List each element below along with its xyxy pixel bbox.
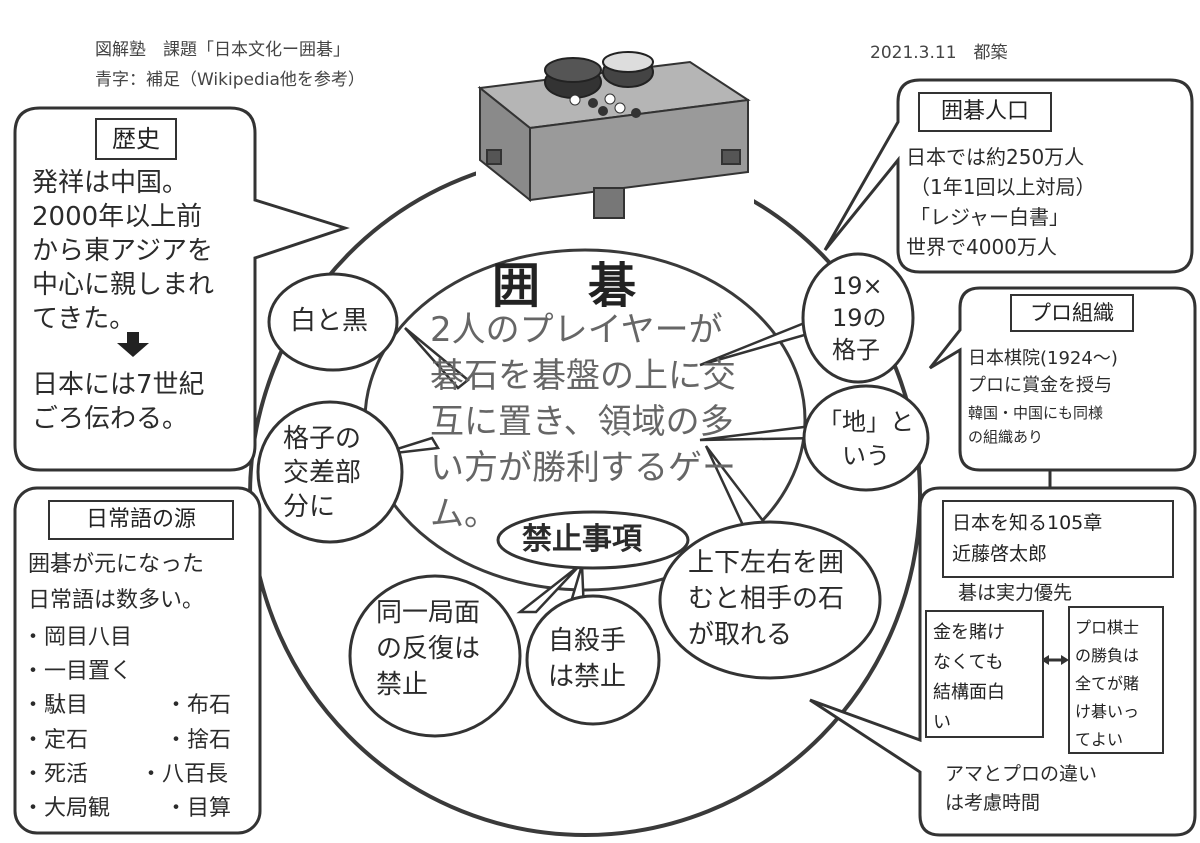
center-line-5: ム。 [430,494,498,534]
history-line-6: 日本には7世紀 [32,370,205,400]
daily-item-2: ・一目置く [22,659,133,684]
down-arrow-icon [117,343,149,357]
forbidden-suicide-2: は禁止 [548,662,627,692]
bubble-grid-2: 19の [832,304,887,332]
bubble-grid-3: 格子 [832,336,880,364]
bubble-chi [802,384,930,492]
bubble-grid-1: 19× [832,272,883,300]
bubble-chi-1: 「地」と [818,408,914,436]
bubble-chi-2: いう [842,442,890,470]
forbidden-label: 禁止事項 [522,522,642,557]
pro-side-box: プロ棋士 の勝負は 全てが賭 け碁いっ てよい [1068,606,1164,754]
center-line-2: 碁石を碁盤の上に交 [430,356,736,396]
daily-item-7: ・布石 [165,693,232,718]
population-label: 囲碁人口 [940,99,1029,124]
bubble-koshi [256,400,404,544]
book-sub: 碁は実力優先 [958,582,1073,604]
bubble-shirokuro-text: 白と黒 [290,306,369,336]
forbidden-pill-shape [496,510,690,570]
forbidden-suicide-1: 自殺手 [548,626,627,656]
bubble-kakomu [658,520,882,680]
daily-item-4: ・定石 [22,728,89,753]
history-line-3: から東アジアを [32,236,213,266]
bubble-suicide [525,594,661,726]
history-box-shape [13,106,350,472]
pro-line-3: 韓国・中国にも同様 [968,404,1104,422]
population-line-3: 「レジャー白書」 [910,205,1069,229]
ama-line-2: なくても [933,652,1004,673]
book-line-2: 近藤啓太郎 [952,543,1048,565]
pro-side-line-2: の勝負は [1075,646,1140,665]
book-diff-1: アマとプロの違い [945,763,1098,785]
forbidden-repeat-1: 同一局面 [376,598,481,628]
bubble-shirokuro [267,272,399,372]
bubble-kakomu-1: 上下左右を囲 [688,548,845,578]
bubble-koshi-3: 分に [283,492,336,522]
history-label: 歴史 [112,125,160,153]
bubble-kakomu-2: むと相手の石 [688,584,845,614]
history-label-box: 歴史 [95,118,177,160]
center-line-3: 互に置き、領域の多 [430,402,734,442]
bubble-koshi-1: 格子の [283,424,362,454]
daily-item-1: ・岡目八目 [22,625,133,650]
daily-intro-1: 囲碁が元になった [28,552,205,577]
ama-line-4: い [933,712,951,733]
ama-line-3: 結構面白 [933,682,1005,703]
daily-box-shape [13,486,262,835]
center-line-1: 2人のプレイヤーが [430,310,723,350]
daily-item-3: ・駄目 [22,693,89,718]
header-date-author: 2021.3.11 都築 [870,43,1008,63]
daily-item-8: ・捨石 [165,728,232,753]
center-title: 囲 碁 [492,258,637,314]
pro-box-shape [928,286,1197,472]
bubble-grid [801,252,915,384]
ama-box: 金を賭け なくても 結構面白 い [925,610,1044,738]
go-board-illustration [476,51,754,222]
ama-line-1: 金を賭け [933,622,1005,643]
forbidden-repeat-2: の反復は [376,634,481,664]
pro-side-line-1: プロ棋士 [1075,618,1140,637]
daily-item-9: ・八百長 [140,762,229,787]
book-title-box: 日本を知る105章 近藤啓太郎 [942,500,1174,578]
pro-label: プロ組織 [1030,301,1114,325]
pro-label-box: プロ組織 [1010,294,1134,332]
header-note: 青字：補足（Wikipedia他を参考） [95,70,365,90]
history-line-5: てきた。 [32,304,136,334]
population-line-2: （1年1回以上対局） [910,175,1096,199]
bubble-kakomu-3: が取れる [688,620,793,650]
daily-item-5: ・死活 [22,762,89,787]
history-line-1: 発祥は中国。 [32,168,189,198]
daily-item-10: ・目算 [165,796,232,821]
pro-side-line-3: 全てが賭 [1075,674,1140,693]
pro-line-1: 日本棋院(1924～) [968,348,1118,369]
history-line-2: 2000年以上前 [32,202,203,232]
book-line-1: 日本を知る105章 [952,512,1103,534]
book-diff-2: は考慮時間 [945,792,1041,814]
daily-item-6: ・大局観 [22,796,111,821]
population-label-box: 囲碁人口 [918,92,1052,132]
bubble-repeat [348,574,522,738]
pro-side-line-4: け碁いっ [1075,702,1140,721]
history-line-7: ごろ伝わる。 [32,404,189,434]
center-line-4: い方が勝利するゲー [430,448,736,488]
population-line-4: 世界で4000万人 [906,235,1057,259]
history-line-4: 中心に親しまれ [32,270,215,300]
bubble-koshi-2: 交差部 [283,458,362,488]
population-line-1: 日本では約250万人 [906,145,1085,169]
daily-label: 日常語の源 [85,507,196,532]
header-title: 図解塾 課題「日本文化ー囲碁」 [95,40,350,60]
pro-side-line-5: てよい [1075,730,1124,749]
daily-intro-2: 日常語は数多い。 [28,588,205,613]
daily-label-box: 日常語の源 [48,500,234,540]
forbidden-repeat-3: 禁止 [376,670,429,700]
pro-line-4: の組織あり [968,428,1044,446]
pro-line-2: プロに賞金を授与 [968,375,1112,396]
population-box-shape [823,78,1194,274]
